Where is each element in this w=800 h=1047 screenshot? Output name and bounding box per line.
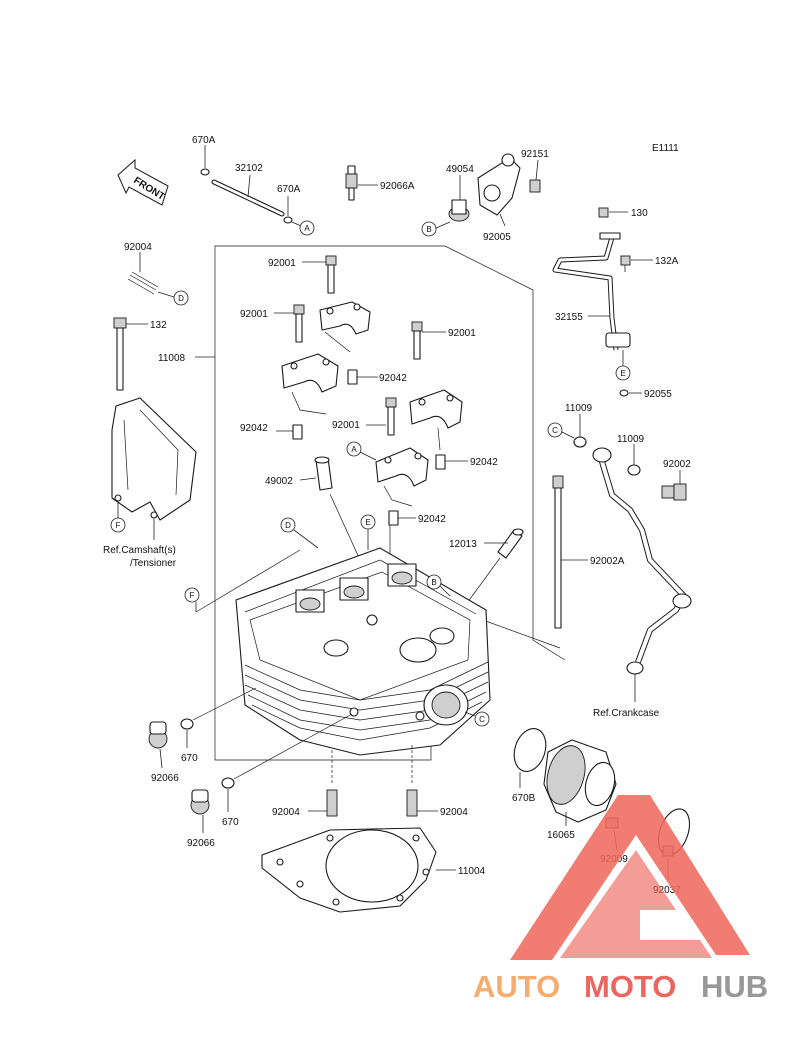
ref-camshaft-line1: Ref.Camshaft(s): [103, 545, 176, 556]
intake-holder-16065: 16065: [543, 739, 617, 841]
o-ring-670a-top: 670A: [192, 135, 216, 176]
callout-a-1: A: [304, 224, 310, 233]
callout-d-1: D: [178, 294, 184, 303]
label-92004-r: 92004: [440, 807, 468, 818]
pipe-49002: 49002: [265, 456, 361, 561]
o-ring-670a-mid: 670A A: [277, 184, 315, 236]
label-11008: 11008: [158, 353, 186, 364]
label-12013: 12013: [449, 539, 477, 550]
label-92002: 92002: [663, 459, 691, 470]
label-49002: 49002: [265, 476, 293, 487]
thermostat-housing-group: B 49054 92005 92151: [421, 149, 549, 243]
label-92002a: 92002A: [590, 556, 625, 567]
label-92005: 92005: [483, 232, 511, 243]
stud-92002a: 92002A: [552, 475, 625, 629]
spring-92004-top: 92004 D: [124, 242, 189, 306]
dowel-group-bottom: 92004 92004: [272, 745, 468, 818]
callout-e-2: E: [365, 518, 370, 527]
label-670b: 670B: [512, 793, 536, 804]
label-670-b: 670: [222, 817, 239, 828]
label-132a: 132A: [655, 256, 679, 267]
label-670-a: 670: [181, 753, 198, 764]
label-670a-mid: 670A: [277, 184, 301, 195]
label-92037: 92037: [653, 885, 681, 896]
label-132: 132: [150, 320, 167, 331]
label-670a-top: 670A: [192, 135, 216, 146]
label-92001-b: 92001: [240, 309, 268, 320]
ref-camshaft-line2: /Tensioner: [130, 558, 177, 569]
label-92001-a: 92001: [268, 258, 296, 269]
label-92001-c: 92001: [448, 328, 476, 339]
oil-pipe-32155-group: 130 132A 32155 E 92055: [552, 207, 679, 400]
cylinder-head: [235, 547, 491, 756]
sensor-92066a: 92066A: [345, 165, 415, 201]
callout-c-2: C: [479, 715, 485, 724]
chain-guide-cover-11008: 11008 F Ref.Camshaft(s) /Tensioner: [103, 353, 215, 569]
front-arrow-icon: FRONT: [117, 158, 169, 206]
label-92004-l: 92004: [272, 807, 300, 818]
figure-code: E1111: [652, 143, 679, 154]
label-92055: 92055: [644, 389, 672, 400]
head-callouts-right: B C: [426, 574, 490, 727]
logo-text-auto: AUTO: [473, 969, 560, 1004]
label-49054: 49054: [446, 164, 474, 175]
callout-a-2: A: [351, 445, 357, 454]
cam-cap-group: 92001 92042 92001 92042 92001 92042: [240, 255, 498, 526]
logo-text-moto: MOTO: [584, 969, 676, 1004]
label-92042-c: 92042: [470, 457, 498, 468]
plug-group-left: 670 92066 670 92066: [148, 687, 353, 849]
head-gasket-11004: 11004: [261, 827, 486, 913]
label-92001-d: 92001: [332, 420, 360, 431]
callout-d-2: D: [285, 521, 291, 530]
oil-hose-group: C 11009 11009 92002 Ref.Crankcase: [547, 403, 692, 719]
label-92151: 92151: [521, 149, 549, 160]
label-16065: 16065: [547, 830, 575, 841]
assembly-boundary: [195, 245, 566, 761]
callout-e-1: E: [620, 369, 625, 378]
callout-c-1: C: [552, 426, 558, 435]
callout-b-2: B: [431, 578, 436, 587]
label-92042-a: 92042: [379, 373, 407, 384]
oil-pipe-32102: 32102: [211, 163, 285, 217]
callout-b-1: B: [426, 225, 431, 234]
label-11009-b: 11009: [617, 434, 645, 445]
label-11009-a: 11009: [565, 403, 593, 414]
label-130: 130: [631, 208, 648, 219]
label-92066-b: 92066: [187, 838, 215, 849]
label-92004-top: 92004: [124, 242, 152, 253]
label-32155: 32155: [555, 312, 583, 323]
callout-f-2: F: [190, 591, 195, 600]
logo-text-hub: HUB: [701, 969, 768, 1004]
label-92066a: 92066A: [380, 181, 415, 192]
bolt-132: 132: [113, 317, 167, 391]
automotohub-logo: AUTO MOTO HUB: [473, 795, 768, 1004]
label-92042-d: 92042: [418, 514, 446, 525]
callout-f-group: F: [184, 587, 200, 612]
label-92042-b: 92042: [240, 423, 268, 434]
callout-f-1: F: [116, 521, 121, 530]
ref-crankcase: Ref.Crankcase: [593, 708, 660, 719]
label-92066-a: 92066: [151, 773, 179, 784]
o-ring-670b: 670B: [512, 728, 547, 804]
label-32102: 32102: [235, 163, 263, 174]
guide-tube-12013: 12013: [439, 528, 524, 641]
label-11004: 11004: [458, 866, 486, 877]
